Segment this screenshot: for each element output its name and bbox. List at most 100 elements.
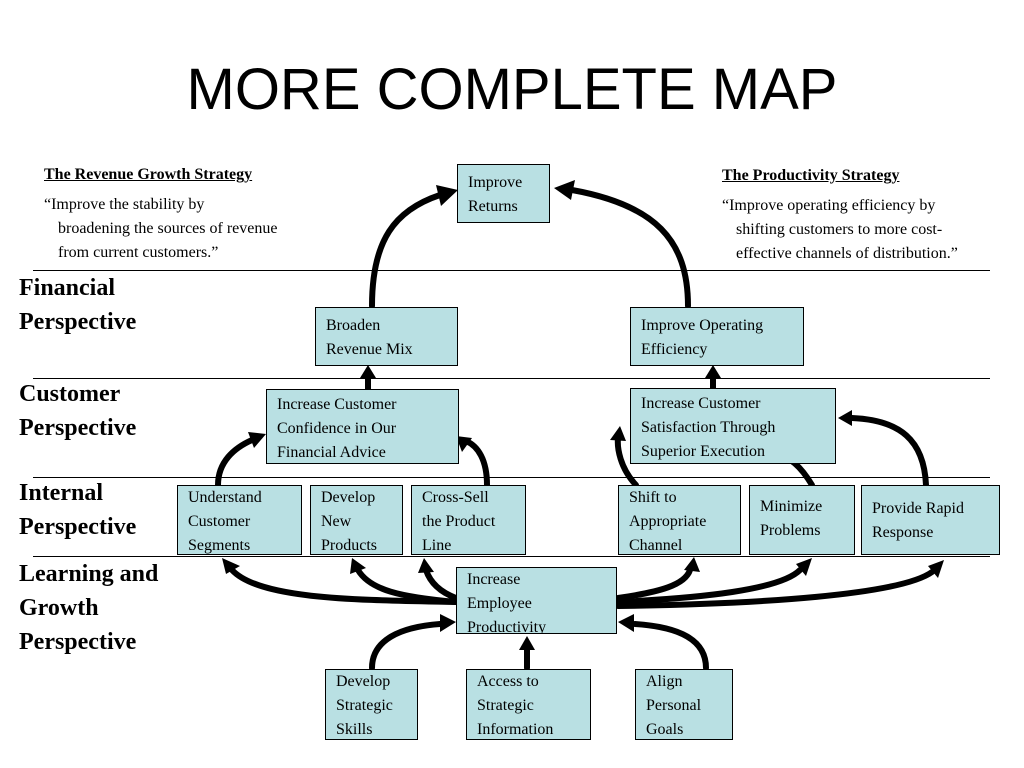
arrow-shift-to-satisfaction [614,435,639,488]
arrowhead [684,557,700,572]
box-line: Response [872,524,934,541]
arrow-rapid-to-satisfaction [849,415,929,488]
label-line: Perspective [19,415,137,441]
arrow-productivity-to-shift [615,567,693,601]
align-personal-goals-box: Align Personal Goals [635,669,733,740]
arrow-broaden-to-returns [369,192,443,309]
arrow-productivity-to-minimize [615,567,803,605]
arrowhead [705,365,721,378]
label-line: Learning and [19,561,159,587]
improve-returns-box: Improve Returns [457,164,550,223]
box-line: Goals [646,721,684,738]
arrowhead [618,614,634,632]
box-line: Problems [760,522,821,539]
arrowhead [222,558,240,574]
box-line: Confidence in Our [277,420,397,437]
box-line: Cross-Sell [422,489,489,506]
box-line: Channel [629,537,683,554]
arrowhead [928,560,944,578]
quote-line: shifting customers to more cost- [736,221,943,238]
box-line: Information [477,721,554,738]
label-line: Perspective [19,309,137,335]
box-line: Appropriate [629,513,707,530]
label-line: Growth [19,595,99,621]
arrowhead [554,180,575,200]
divider-customer [33,378,990,379]
broaden-revenue-mix-box: Broaden Revenue Mix [315,307,458,366]
box-line: Line [422,537,452,554]
access-strategic-information-box: Access to Strategic Information [466,669,591,740]
box-line: Employee [467,595,532,612]
quote-line: broadening the sources of revenue [58,220,278,237]
box-line: Access to [477,673,539,690]
arrowhead [838,410,852,426]
divider-internal [33,477,990,478]
provide-rapid-response-box: Provide Rapid Response [861,485,1000,555]
box-line: Productivity [467,619,547,634]
arrowhead [456,436,472,452]
increase-customer-confidence-box: Increase Customer Confidence in Our Fina… [266,389,459,464]
develop-strategic-skills-box: Develop Strategic Skills [325,669,418,740]
box-line: Improve Operating [641,317,764,334]
arrowhead [248,432,266,448]
box-line: Align [646,673,683,690]
arrowhead [436,185,458,206]
box-line: Strategic [336,697,393,714]
minimize-problems-box: Minimize Problems [749,485,855,555]
box-line: Improve [468,174,523,191]
label-line: Perspective [19,514,137,540]
financial-perspective-label: Financial Perspective [19,271,136,339]
box-line: Revenue Mix [326,341,413,358]
box-line: Understand [188,489,262,506]
box-line: Customer [188,513,251,530]
arrowhead [796,558,812,576]
page-title: MORE COMPLETE MAP [186,57,838,122]
increase-customer-satisfaction-box: Increase Customer Satisfaction Through S… [630,388,836,464]
arrow-productivity-to-crosssell [423,567,459,601]
label-line: Internal [19,480,103,506]
arrow-productivity-to-segments [229,567,459,605]
revenue-strategy-heading: The Revenue Growth Strategy [44,166,253,183]
arrow-skills-to-productivity [369,621,443,671]
customer-perspective-label: Customer Perspective [19,377,136,445]
box-line: Segments [188,537,251,554]
box-line: Returns [468,198,518,215]
box-line: Increase Customer [641,395,761,412]
label-line: Perspective [19,629,137,655]
arrowhead [360,365,376,378]
label-line: Customer [19,381,121,407]
box-line: Broaden [326,317,381,334]
arrowhead [350,558,366,574]
arrow-productivity-to-rapid [615,569,935,609]
box-line: Satisfaction Through [641,419,776,436]
box-line: New [321,513,352,530]
learning-growth-perspective-label: Learning and Growth Perspective [19,557,158,659]
box-line: Financial Advice [277,444,386,461]
quote-line: effective channels of distribution.” [736,245,958,262]
arrow-segments-to-confidence [215,437,255,488]
box-line: Increase [467,571,521,588]
quote-line: “Improve operating efficiency by [722,197,936,214]
arrow-productivity-to-products [355,567,459,605]
box-line: Shift to [629,489,677,506]
internal-perspective-label: Internal Perspective [19,476,136,544]
arrowhead [418,558,434,573]
productivity-strategy-quote: “Improve operating efficiency by shiftin… [722,194,958,266]
box-line: Personal [646,697,702,714]
box-line: the Product [422,513,496,530]
quote-line: “Improve the stability by [44,196,205,213]
arrow-crosssell-to-confidence [463,438,490,488]
box-line: Efficiency [641,341,708,358]
understand-customer-segments-box: Understand Customer Segments [177,485,302,555]
develop-new-products-box: Develop New Products [310,485,403,555]
label-line: Financial [19,275,116,301]
shift-appropriate-channel-box: Shift to Appropriate Channel [618,485,741,555]
productivity-strategy-heading: The Productivity Strategy [722,167,900,184]
arrowhead [519,636,535,650]
box-line: Provide Rapid [872,500,964,517]
box-line: Develop [321,489,376,506]
divider-financial [33,270,990,271]
box-line: Strategic [477,697,534,714]
box-line: Products [321,537,377,554]
